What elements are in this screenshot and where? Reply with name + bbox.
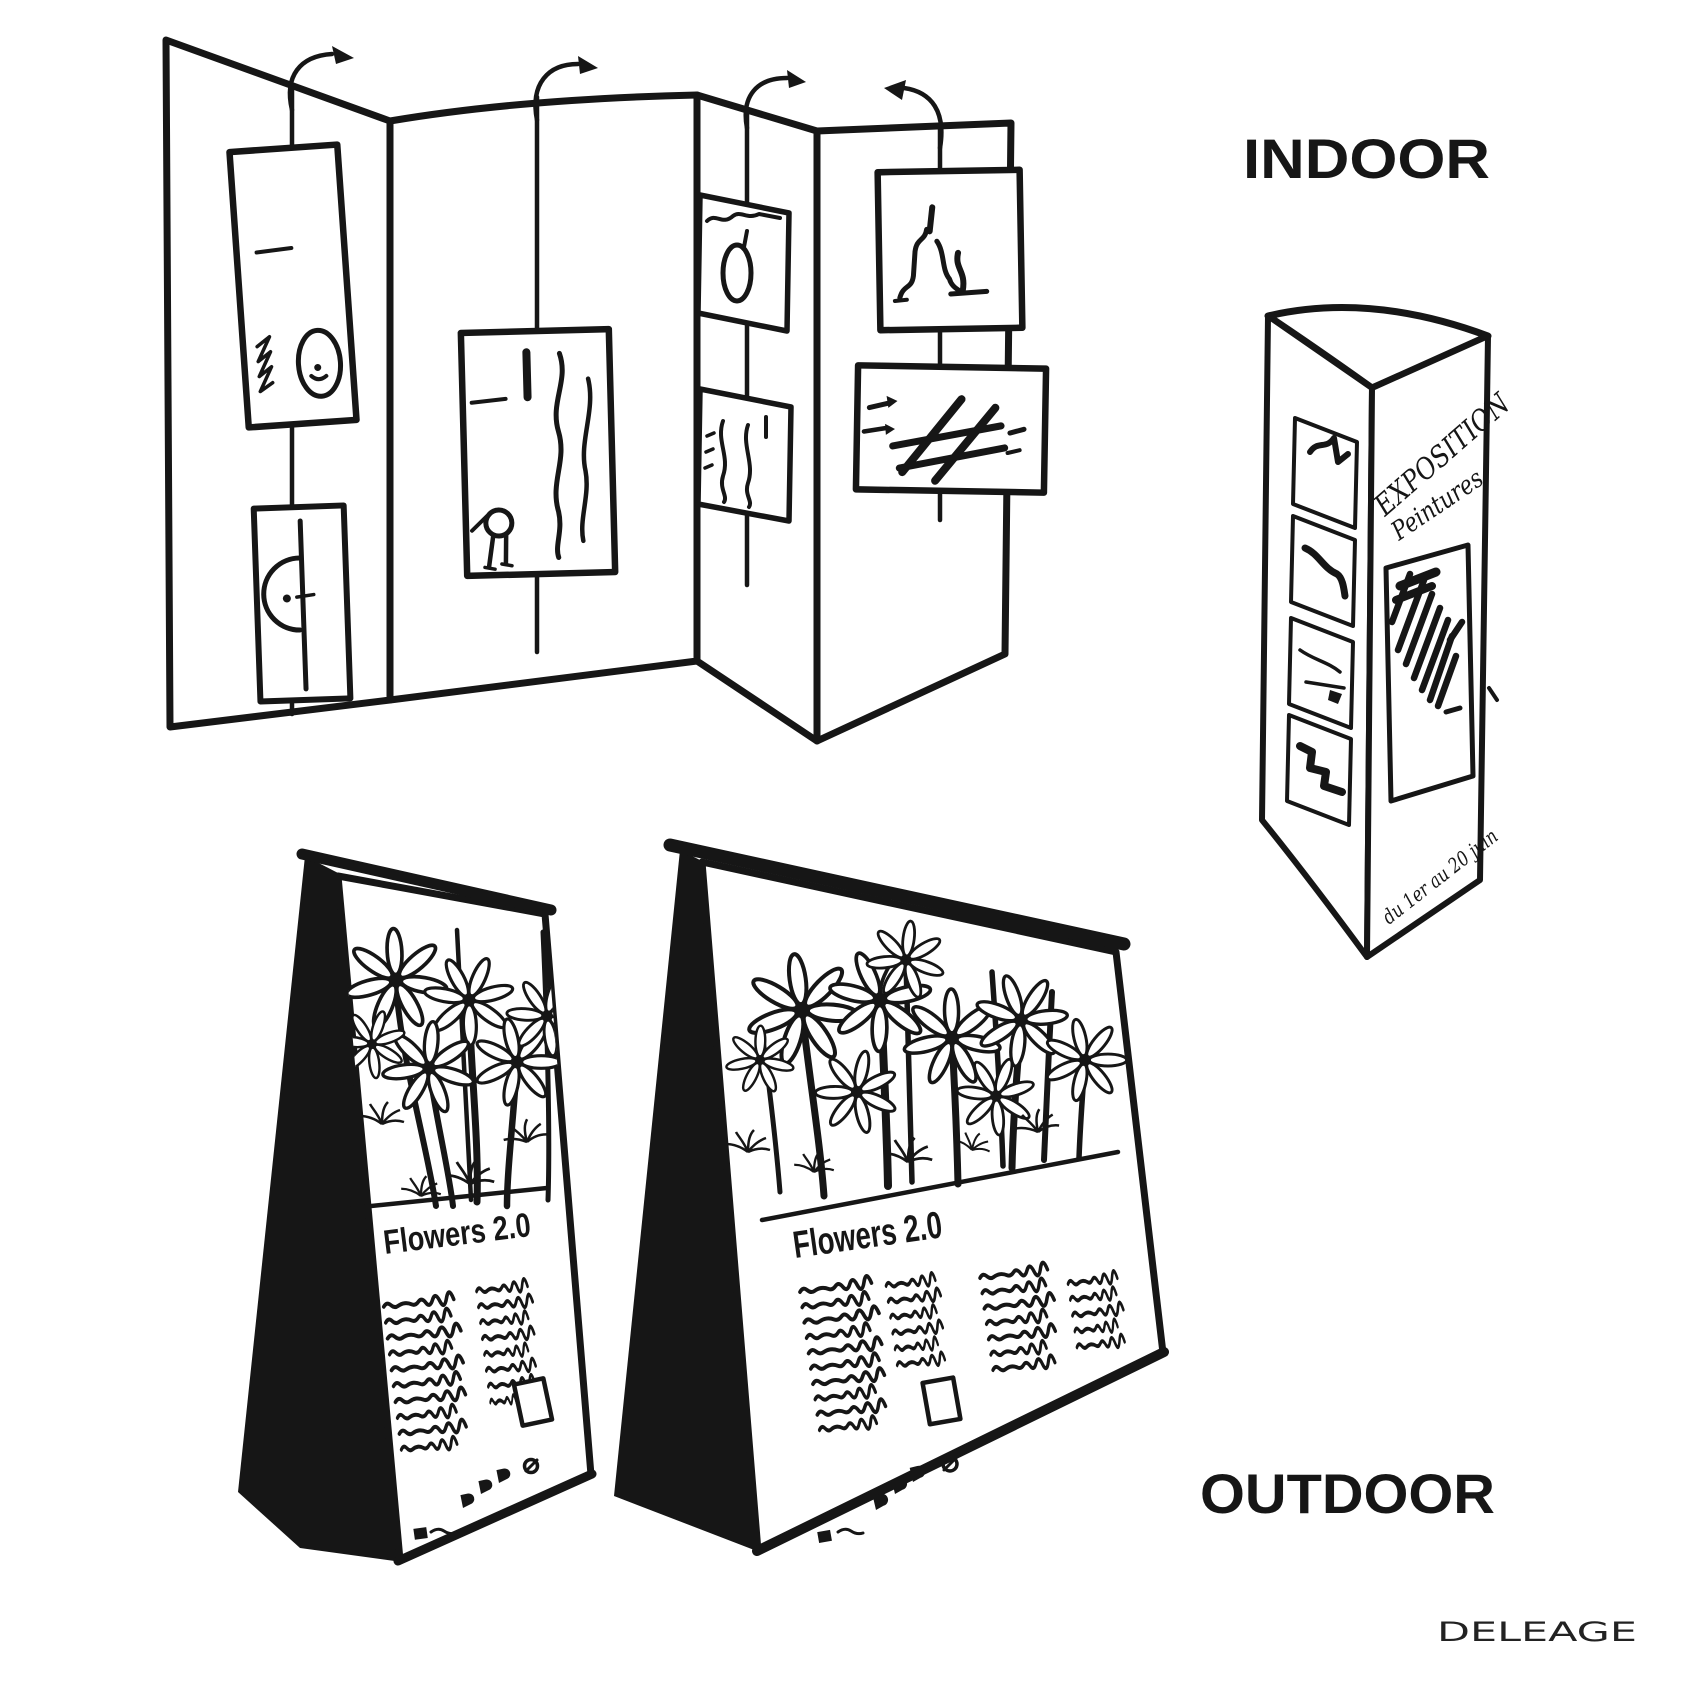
indoor-exhibition-panels-illustration <box>162 36 1050 745</box>
aframe-large-side-panel <box>614 850 762 1553</box>
aframe-small-flower-art <box>338 918 591 1210</box>
aframe-small-bottom-edge <box>393 1469 597 1566</box>
aframe-large-qr-placeholder <box>920 1375 963 1427</box>
artwork-frame-abstract-figure <box>457 325 619 580</box>
artwork-frame-abstract-loop <box>695 192 792 334</box>
hook-icons <box>332 46 906 100</box>
aframe-small-logos <box>413 1457 540 1540</box>
artwork-frame-abstract-peaks <box>874 166 1026 334</box>
aframe-small-divider <box>349 1185 550 1211</box>
panel-4 <box>813 119 1015 745</box>
aframe-small-side-panel <box>238 856 402 1562</box>
artwork-frame-abstract-waves <box>695 386 794 524</box>
pen-tick <box>1487 686 1499 702</box>
totem-display-illustration: EXPOSITION Peintures du 1er au 20 juin <box>1259 304 1517 960</box>
artwork-frame-abstract-halfmoon <box>250 502 354 705</box>
totem-thumbnail-frames <box>1285 416 1359 827</box>
aframe-small-qr-placeholder <box>511 1376 555 1428</box>
aframe-small-hinge <box>296 848 557 916</box>
aframe-large-flower-art <box>718 908 1129 1200</box>
aframe-large-bottom-edge <box>752 1347 1169 1556</box>
aframe-sign-large-illustration: Flowers 2.0 <box>614 838 1169 1556</box>
aframe-sign-small-illustration: Flowers 2.0 <box>238 848 597 1566</box>
aframe-large-hinge <box>663 838 1131 951</box>
totem-poster-scribble <box>1388 567 1466 715</box>
artist-signature: DELEAGE <box>1437 1617 1637 1648</box>
artwork-frame-abstract-eye <box>226 141 360 431</box>
artwork-frame-abstract-hatch <box>852 362 1050 496</box>
aframe-large-divider <box>759 1149 1121 1223</box>
aframe-large-logos <box>817 1455 959 1543</box>
outdoor-label: OUTDOOR <box>1200 1462 1495 1525</box>
indoor-label: INDOOR <box>1243 127 1490 190</box>
